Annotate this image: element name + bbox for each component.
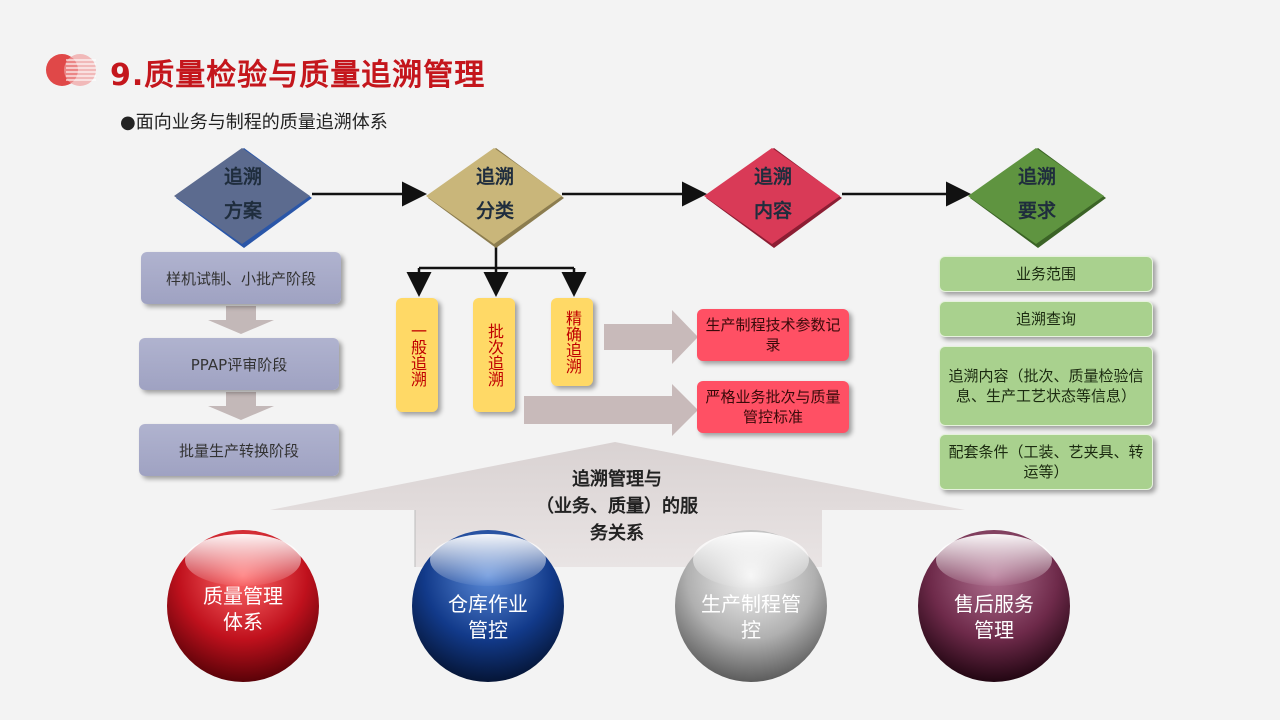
- big-up-arrow: [270, 442, 965, 567]
- requirement-box: 追溯内容（批次、质量检验信息、生产工艺状态等信息）: [939, 346, 1153, 426]
- requirement-box: 业务范围: [939, 256, 1153, 292]
- sphere-label-line2: 控: [741, 618, 761, 642]
- trace-type-box: 精确追溯: [551, 298, 593, 386]
- content-box: 严格业务批次与质量管控标准: [697, 381, 849, 433]
- sphere-label-quality: 质量管理 体系: [173, 582, 313, 636]
- diamond-trace-class: [426, 148, 564, 248]
- sphere-label-line2: 管控: [468, 618, 508, 642]
- sphere-quality: [167, 530, 319, 682]
- sphere-warehouse: [412, 530, 564, 682]
- logo-circles-icon: [46, 54, 96, 86]
- sphere-aftersales: [918, 530, 1070, 682]
- stage-box: PPAP评审阶段: [139, 338, 339, 390]
- subtitle: ●面向业务与制程的质量追溯体系: [120, 112, 388, 133]
- sphere-label-line1: 生产制程管: [701, 592, 801, 616]
- sphere-label-line2: 体系: [223, 610, 263, 634]
- content-arrow-2: [524, 384, 698, 436]
- diamond-label-line1: 追溯: [475, 166, 514, 188]
- sphere-label-line1: 售后服务: [954, 592, 1034, 616]
- sphere-label-warehouse: 仓库作业 管控: [418, 590, 558, 644]
- diamond-trace-req: [968, 148, 1106, 248]
- service-relation-line3: 务关系: [590, 523, 644, 544]
- service-relation-line1: 追溯管理与: [572, 469, 662, 490]
- trace-type-box: 批次追溯: [473, 298, 515, 412]
- diamond-label-line1: 追溯: [1017, 166, 1056, 188]
- service-relation-line2: （业务、质量）的服: [536, 496, 698, 517]
- diamond-label-line1: 追溯: [753, 166, 792, 188]
- stage-box: 批量生产转换阶段: [139, 424, 339, 476]
- diamond-trace-plan: [174, 148, 312, 248]
- sphere-label-aftersales: 售后服务 管理: [924, 590, 1064, 644]
- page-title: 9.质量检验与质量追溯管理: [110, 58, 486, 93]
- sphere-label-line2: 管理: [974, 618, 1014, 642]
- diamond-trace-content: [704, 148, 842, 248]
- sphere-production: [675, 530, 827, 682]
- requirement-box: 追溯查询: [939, 301, 1153, 337]
- diamond-label-line2: 方案: [223, 200, 262, 222]
- content-box: 生产制程技术参数记录: [697, 309, 849, 361]
- diamond-label-line2: 要求: [1017, 200, 1056, 222]
- diamond-label-line2: 分类: [475, 200, 514, 222]
- stage-arrow-1: [208, 306, 274, 334]
- sphere-label-production: 生产制程管 控: [681, 590, 821, 644]
- content-arrow-1: [604, 310, 698, 364]
- trace-type-box: 一般追溯: [396, 298, 438, 412]
- sphere-label-line1: 仓库作业: [448, 592, 528, 616]
- requirement-box: 配套条件（工装、艺夹具、转运等）: [939, 434, 1153, 490]
- sphere-label-line1: 质量管理: [203, 584, 283, 608]
- diamond-label-line1: 追溯: [223, 166, 262, 188]
- stage-arrow-2: [208, 392, 274, 420]
- diamond-label-line2: 内容: [753, 200, 792, 222]
- service-relation-label: 追溯管理与 （业务、质量）的服 务关系: [512, 466, 722, 547]
- stage-box: 样机试制、小批产阶段: [141, 252, 341, 304]
